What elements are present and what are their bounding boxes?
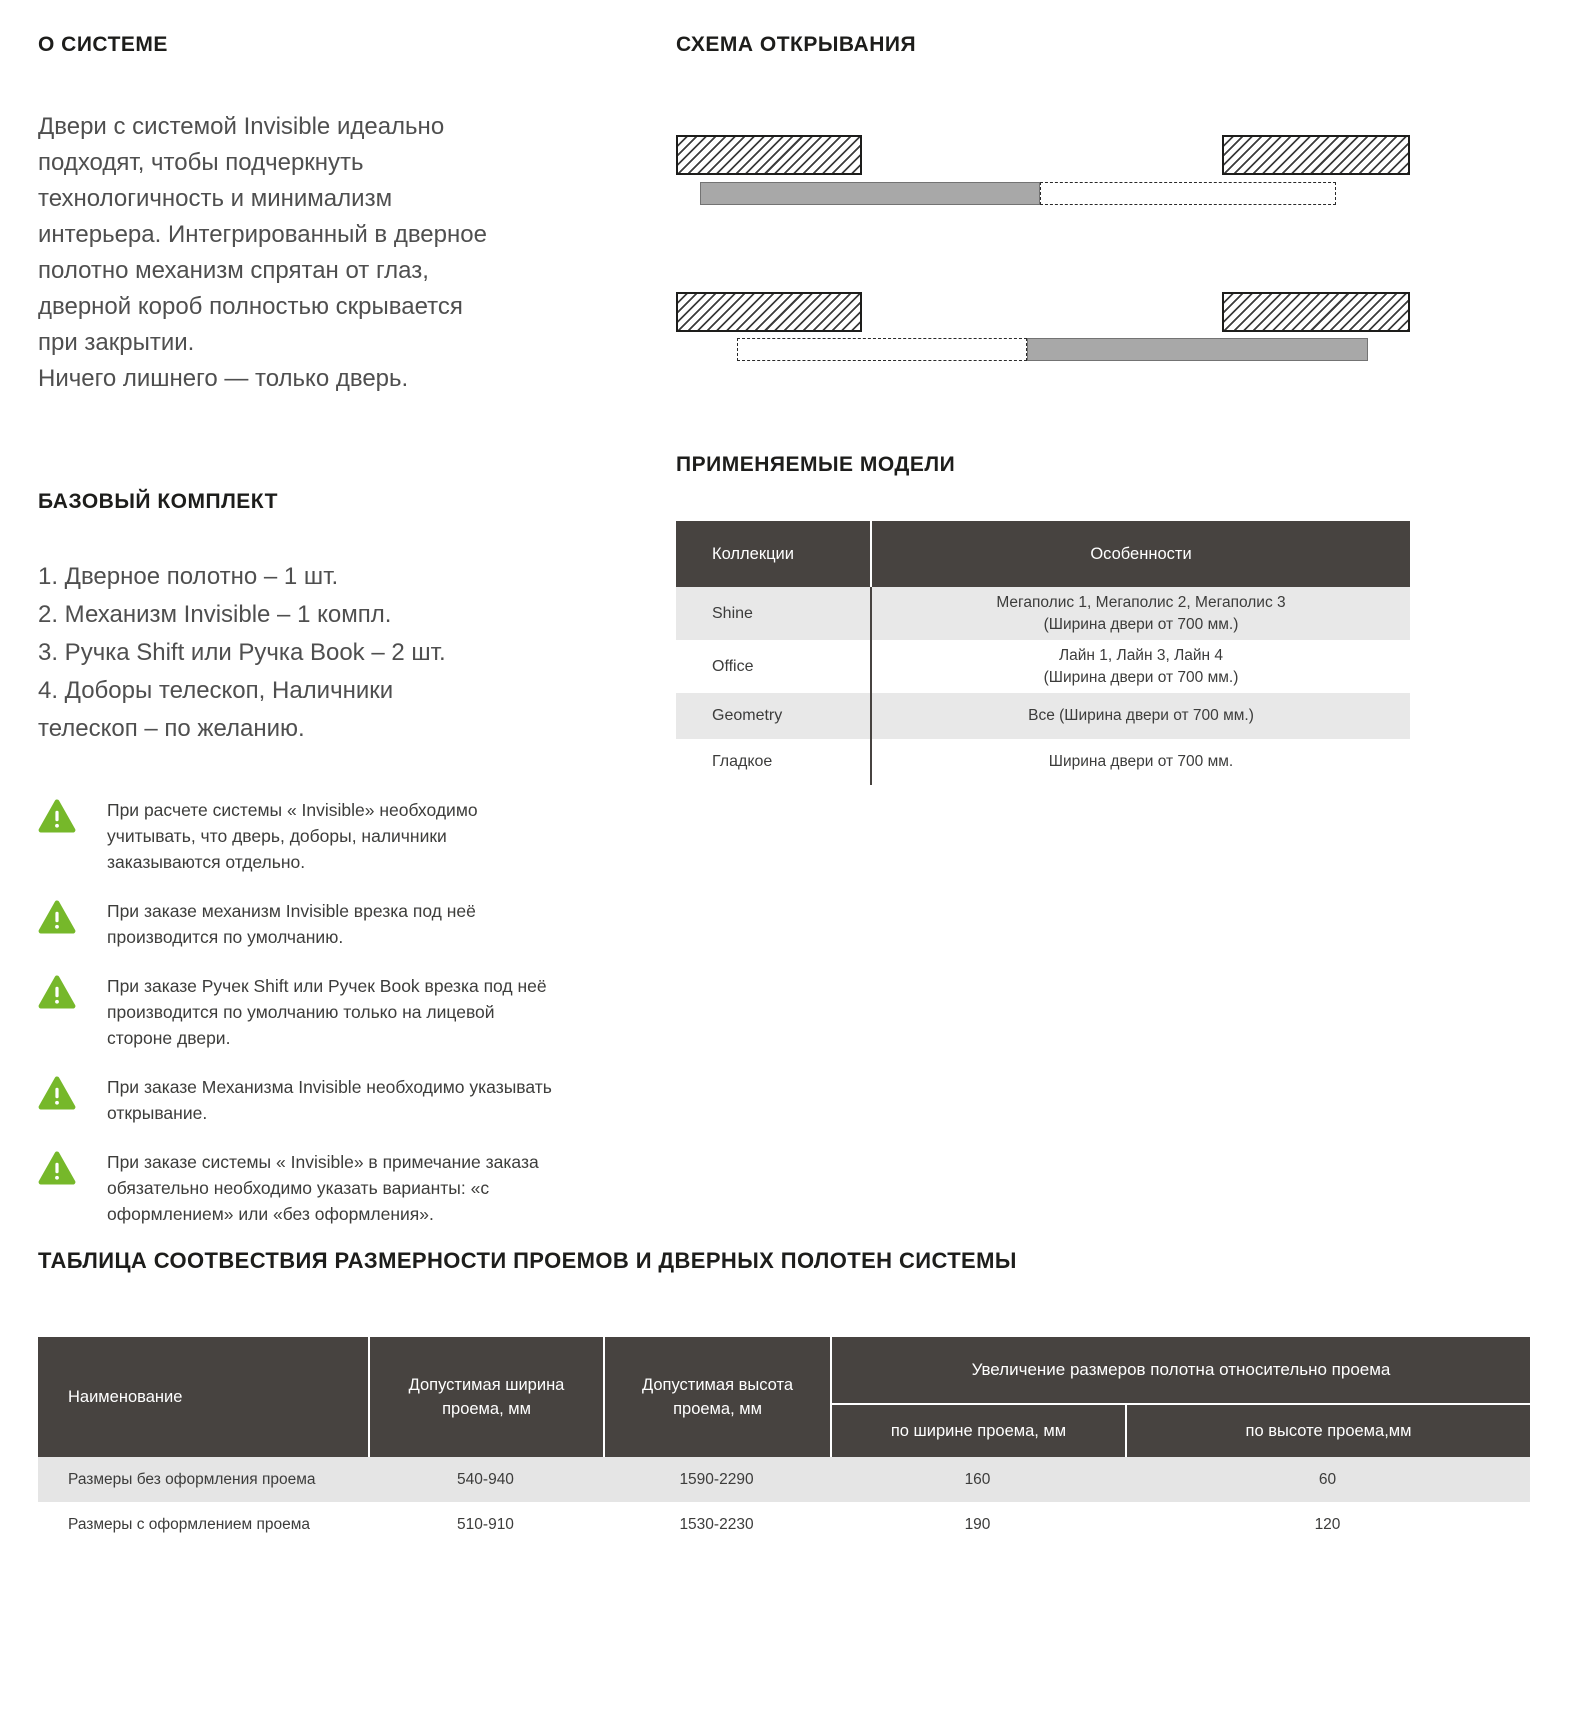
kit-title: БАЗОВЫЙ КОМПЛЕКТ: [38, 490, 278, 513]
features-cell: Лайн 1, Лайн 3, Лайн 4 (Ширина двери от …: [870, 640, 1410, 693]
warning-text: При заказе Механизма Invisible необходим…: [107, 1077, 552, 1123]
size-increase-height-cell: 60: [1318, 1470, 1337, 1488]
models-row: Geometry Все (Ширина двери от 700 мм.): [676, 693, 1410, 739]
features-cell: Все (Ширина двери от 700 мм.): [870, 693, 1410, 739]
size-increase-width-cell: 160: [964, 1470, 991, 1488]
size-increase-width-cell: 190: [964, 1515, 991, 1533]
header-increase-height: по высоте проема,мм: [1125, 1405, 1530, 1457]
collection-cell: Гладкое: [712, 753, 773, 770]
about-text: Двери с системой Invisible идеально подх…: [38, 113, 487, 392]
models-row: Office Лайн 1, Лайн 3, Лайн 4 (Ширина дв…: [676, 640, 1410, 693]
models-table-header: Коллекции Особенности: [676, 521, 1410, 587]
door-leaf-ghost: [737, 338, 1027, 361]
features-cell: Ширина двери от 700 мм.: [870, 739, 1410, 785]
opening-scheme-diagram: [676, 135, 1410, 365]
warning-text: При расчете системы « Invisible» необход…: [107, 800, 478, 872]
warning-note: При заказе механизм Invisible врезка под…: [38, 898, 568, 950]
wall-hatch: [676, 135, 862, 175]
models-title: ПРИМЕНЯЕМЫЕ МОДЕЛИ: [676, 453, 956, 476]
warning-triangle-icon: [38, 1076, 78, 1112]
collection-cell: Office: [712, 657, 754, 675]
size-table-header: Наименование Допустимая ширина проема, м…: [38, 1337, 1530, 1457]
warnings-section: При расчете системы « Invisible» необход…: [38, 797, 568, 1250]
header-allowed-height: Допустимая высота проема, мм: [603, 1337, 830, 1457]
size-width-cell: 510-910: [457, 1515, 514, 1533]
size-table-title: ТАБЛИЦА СООТВЕСТВИЯ РАЗМЕРНОСТИ ПРОЕМОВ …: [38, 1248, 1017, 1273]
models-row: Shine Мегаполис 1, Мегаполис 2, Мегаполи…: [676, 587, 1410, 640]
header-allowed-width: Допустимая ширина проема, мм: [368, 1337, 603, 1457]
kit-item: 2. Механизм Invisible – 1 компл.: [38, 601, 392, 628]
features-cell: Мегаполис 1, Мегаполис 2, Мегаполис 3 (Ш…: [870, 587, 1410, 640]
collection-cell: Shine: [712, 604, 753, 622]
warning-text: При заказе системы « Invisible» в примеч…: [107, 1152, 539, 1224]
size-height-cell: 1530-2230: [679, 1515, 754, 1533]
size-width-cell: 540-940: [457, 1470, 514, 1488]
warning-note: При заказе Ручек Shift или Ручек Book вр…: [38, 973, 568, 1051]
header-increase-group: Увеличение размеров полотна относительно…: [830, 1337, 1530, 1457]
kit-section: БАЗОВЫЙ КОМПЛЕКТ 1. Дверное полотно – 1 …: [38, 490, 483, 748]
header-increase-subrow: по ширине проема, мм по высоте проема,мм: [830, 1403, 1530, 1457]
size-table: Наименование Допустимая ширина проема, м…: [38, 1337, 1530, 1547]
about-title: О СИСТЕМЕ: [38, 33, 168, 56]
warning-triangle-icon: [38, 799, 78, 835]
warning-note: При заказе Механизма Invisible необходим…: [38, 1074, 568, 1126]
kit-item: 4. Доборы телескоп, Наличники телескоп –…: [38, 677, 394, 742]
wall-hatch: [1222, 292, 1410, 332]
size-row: Размеры с оформлением проема 510-910 153…: [38, 1502, 1530, 1547]
size-row: Размеры без оформления проема 540-940 15…: [38, 1457, 1530, 1502]
warning-triangle-icon: [38, 900, 78, 936]
header-name: Наименование: [38, 1337, 368, 1457]
kit-item: 3. Ручка Shift или Ручка Book – 2 шт.: [38, 639, 446, 666]
warning-note: При заказе системы « Invisible» в примеч…: [38, 1149, 568, 1227]
models-table: Коллекции Особенности Shine Мегаполис 1,…: [676, 521, 1410, 785]
door-leaf-ghost: [1040, 182, 1336, 205]
door-leaf: [1027, 338, 1368, 361]
size-height-cell: 1590-2290: [679, 1470, 754, 1488]
warning-text: При заказе механизм Invisible врезка под…: [107, 901, 476, 947]
door-leaf: [700, 182, 1040, 205]
models-row: Гладкое Ширина двери от 700 мм.: [676, 739, 1410, 785]
collection-cell: Geometry: [712, 707, 783, 724]
size-name-cell: Размеры без оформления проема: [68, 1470, 316, 1488]
warning-text: При заказе Ручек Shift или Ручек Book вр…: [107, 976, 547, 1048]
models-header-collection: Коллекции: [676, 521, 870, 587]
warning-triangle-icon: [38, 1151, 78, 1187]
warning-triangle-icon: [38, 975, 78, 1011]
models-header-features: Особенности: [870, 521, 1410, 587]
scheme-title: СХЕМА ОТКРЫВАНИЯ: [676, 33, 917, 56]
wall-hatch: [676, 292, 862, 332]
size-name-cell: Размеры с оформлением проема: [68, 1515, 311, 1533]
header-increase-width: по ширине проема, мм: [830, 1405, 1125, 1457]
warning-note: При расчете системы « Invisible» необход…: [38, 797, 568, 875]
size-increase-height-cell: 120: [1314, 1515, 1341, 1533]
header-increase-group-label: Увеличение размеров полотна относительно…: [830, 1337, 1530, 1403]
kit-item: 1. Дверное полотно – 1 шт.: [38, 563, 339, 590]
wall-hatch: [1222, 135, 1410, 175]
kit-list: 1. Дверное полотно – 1 шт. 2. Механизм I…: [38, 558, 483, 748]
about-section: О СИСТЕМЕ Двери с системой Invisible иде…: [38, 33, 508, 397]
